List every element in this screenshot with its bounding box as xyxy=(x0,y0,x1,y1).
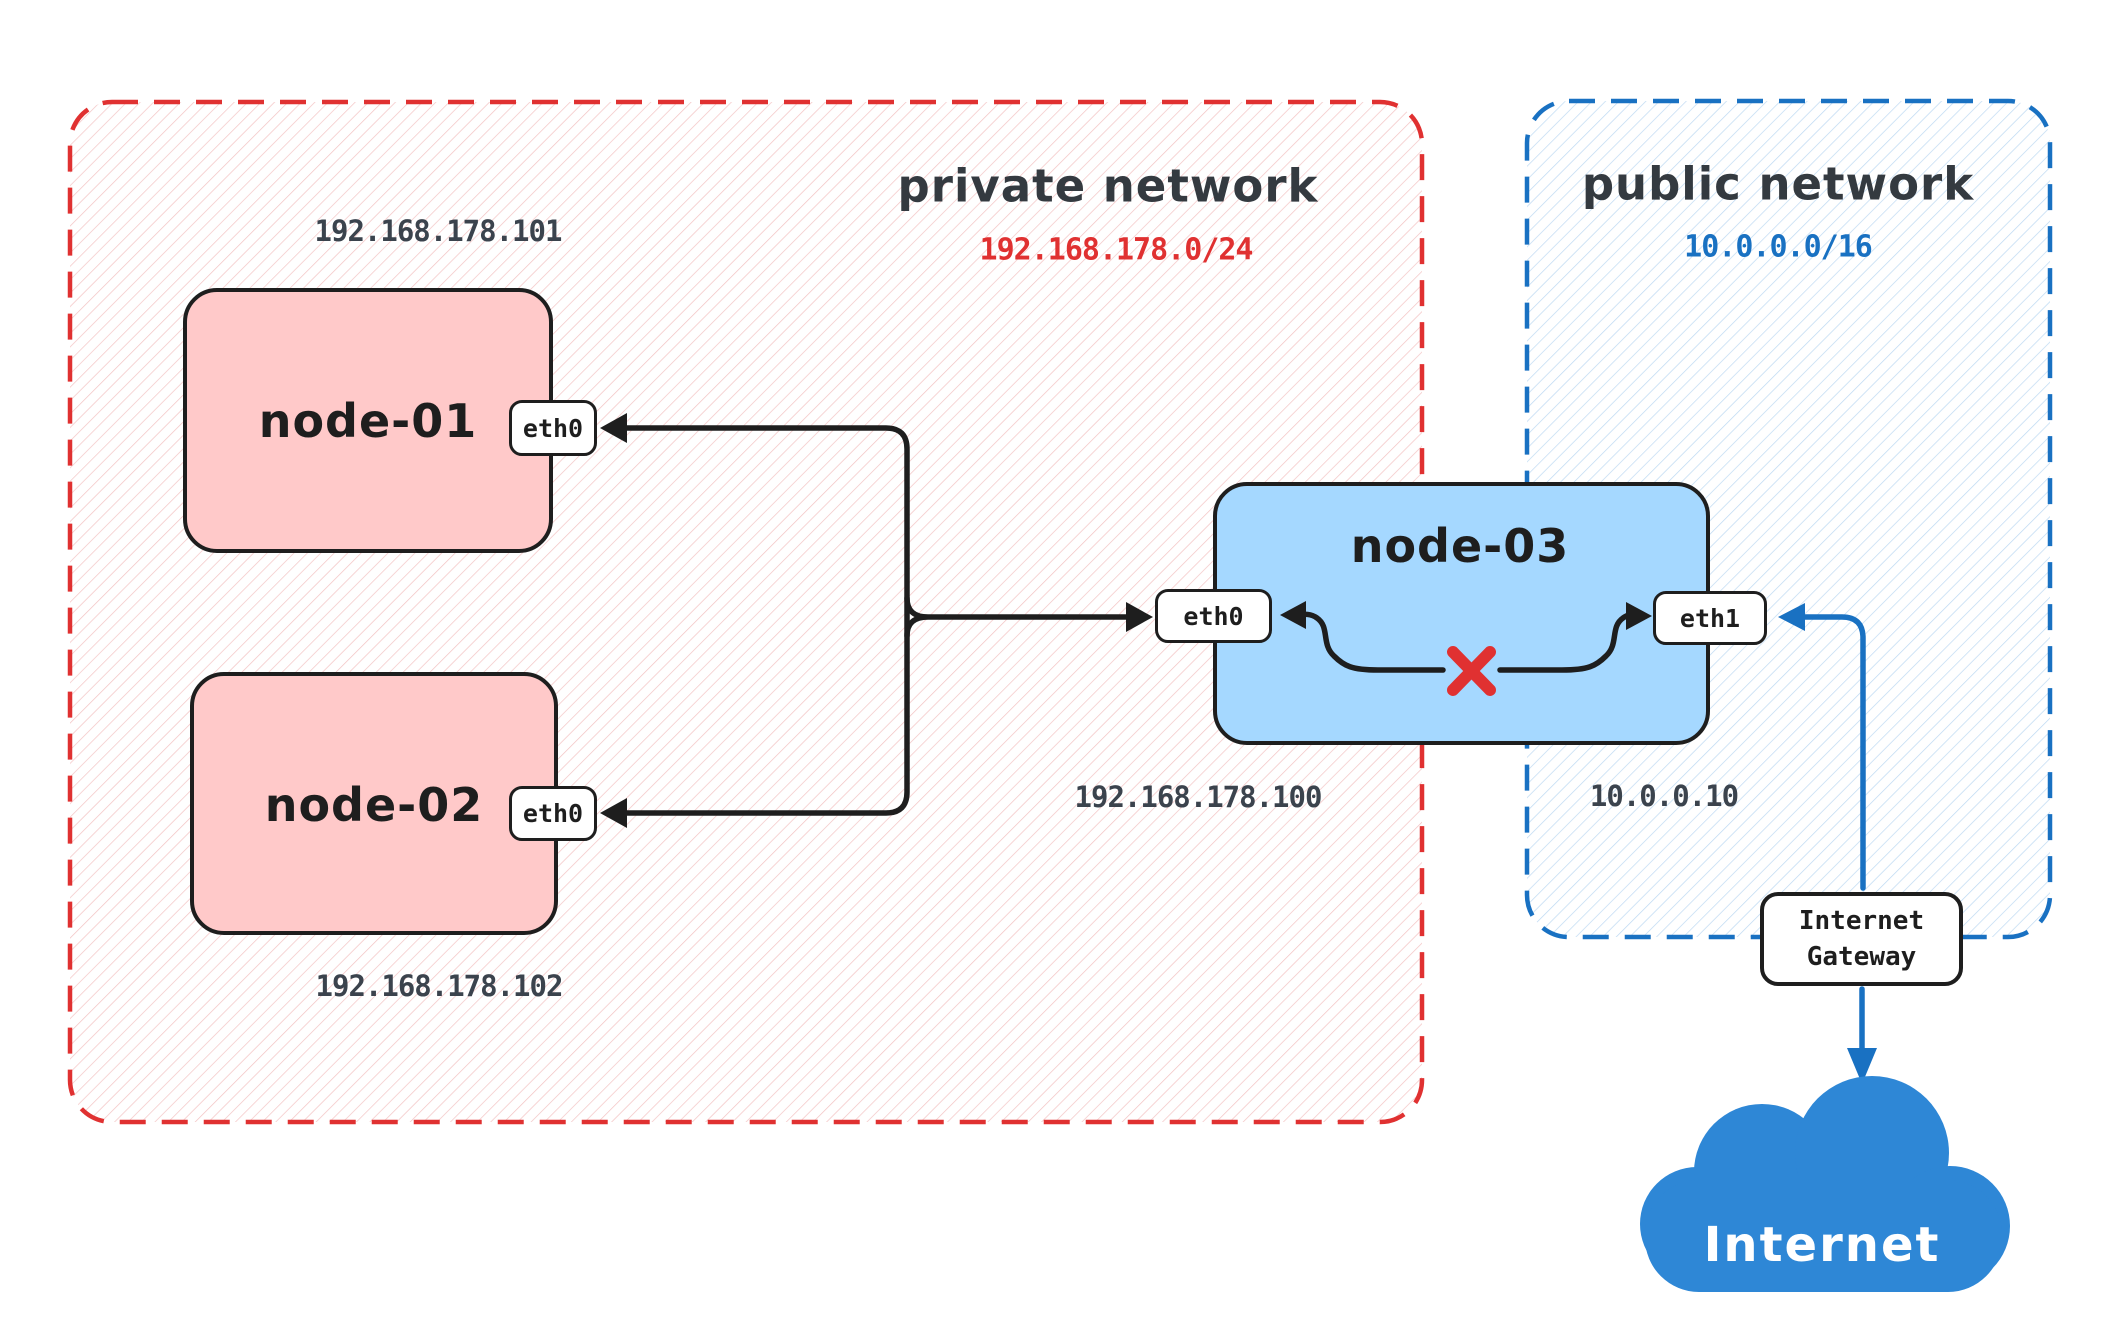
node-03-eth0-badge: eth0 xyxy=(1155,589,1272,643)
node-03-eth1-label: eth1 xyxy=(1679,603,1741,633)
internet-gateway-label-line2: Gateway xyxy=(1806,942,1917,972)
node-02-eth0-badge: eth0 xyxy=(509,786,597,841)
node-01-eth0-badge: eth0 xyxy=(509,400,597,456)
node-01-box xyxy=(183,288,553,553)
internet-gateway-box: Internet Gateway xyxy=(1760,892,1963,986)
internet-gateway-label-line1: Internet xyxy=(1798,906,1925,936)
node-03-eth1-badge: eth1 xyxy=(1653,591,1767,645)
node-03-eth0-label: eth0 xyxy=(1183,601,1244,631)
node-02-box xyxy=(190,672,558,935)
node-02-eth0-label: eth0 xyxy=(522,799,584,828)
node-03-box xyxy=(1213,482,1710,745)
node-01-eth0-label: eth0 xyxy=(522,413,584,443)
